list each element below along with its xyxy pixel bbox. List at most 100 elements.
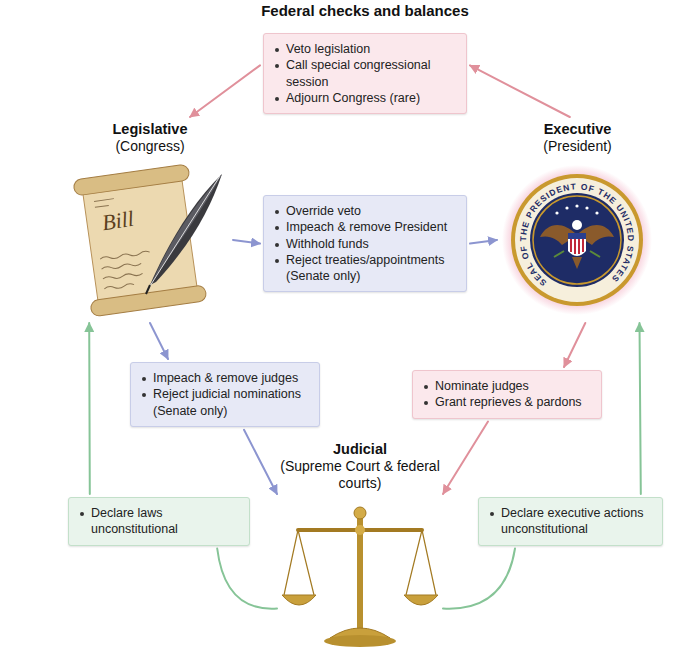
check-arrow	[217, 549, 277, 609]
bullet-dot	[424, 385, 428, 389]
check-box: Declare laws unconstitutional	[68, 497, 250, 546]
check-arrow	[244, 430, 277, 494]
check-box: Override vetoImpeach & remove PresidentW…	[263, 195, 467, 292]
check-item: Override veto	[286, 204, 361, 218]
check-arrow	[640, 323, 641, 494]
seal-ring	[515, 178, 639, 302]
scales-figure-part	[282, 595, 316, 605]
quill-feather-part	[150, 174, 222, 285]
check-item: Declare executive actions unconstitution…	[501, 506, 643, 536]
seal-text: SEAL OF THE PRESIDENT OF THE UNITED STAT…	[518, 181, 636, 288]
branch-node: Judicial(Supreme Court & federal courts)	[280, 440, 440, 656]
bullet-dot	[275, 259, 279, 263]
seal-eagle-part	[572, 220, 582, 230]
check-arrow	[233, 240, 260, 244]
check-box: Veto legislationCall special congression…	[263, 33, 467, 114]
quill-feather-part	[146, 285, 150, 294]
check-arrow	[150, 323, 168, 359]
seal-stars-part	[555, 211, 558, 214]
seal-text-ring: SEAL OF THE PRESIDENT OF THE UNITED STAT…	[518, 181, 636, 288]
quill-feather	[146, 174, 222, 294]
quill-feather-part	[150, 176, 220, 286]
seal-eagle-part	[582, 239, 584, 252]
bullet-dot	[142, 377, 146, 381]
bullet-dot	[275, 226, 279, 230]
check-box: Declare executive actions unconstitution…	[478, 497, 663, 546]
scroll-body-part	[100, 251, 150, 261]
check-item: Veto legislation	[286, 42, 370, 56]
bullet-item: Declare executive actions unconstitution…	[489, 505, 652, 538]
seal-eagle-part	[574, 239, 576, 254]
bullet-item: Veto legislation	[274, 41, 456, 57]
bullet-dot	[275, 97, 279, 101]
scales-figure-part	[284, 530, 436, 595]
seal-illustration: SEAL OF THE PRESIDENT OF THE UNITED STAT…	[502, 165, 652, 315]
branch-subheading: (President)	[500, 138, 655, 155]
seal-stars-part	[595, 211, 598, 214]
check-arrow	[88, 323, 91, 494]
check-box: Nominate judgesGrant reprieves & pardons	[412, 370, 602, 419]
bullet-item: Reject treaties/appointments (Senate onl…	[274, 252, 456, 285]
check-arrow	[470, 240, 497, 244]
bullet-item: Reject judicial nominations (Senate only…	[141, 386, 309, 419]
seal-eagle-part	[554, 251, 600, 257]
bullet-item: Override veto	[274, 203, 456, 219]
seal-eagle-part	[578, 239, 580, 254]
bullet-dot	[80, 512, 84, 516]
check-arrow	[470, 65, 570, 117]
bullet-item: Nominate judges	[423, 378, 591, 394]
seal-eagle-part	[570, 239, 572, 252]
seal-stars-part	[565, 206, 568, 209]
seal-stars-part	[585, 206, 588, 209]
check-item: Reject judicial nominations (Senate only…	[153, 387, 301, 417]
branch-subheading: (Congress)	[70, 138, 230, 155]
branch-heading: Judicial	[280, 440, 440, 458]
scroll-body-part	[94, 199, 115, 208]
seal-eagle-part	[568, 233, 586, 256]
bill-label: Bill	[100, 206, 135, 236]
scales-figure-part	[324, 635, 396, 647]
check-item: Nominate judges	[435, 379, 529, 393]
scales-figure-part	[355, 525, 365, 535]
bullet-item: Withhold funds	[274, 236, 456, 252]
bullet-item: Grant reprieves & pardons	[423, 394, 591, 410]
seal-glow	[502, 165, 652, 315]
scales-figure	[282, 507, 438, 647]
seal-rim	[511, 174, 643, 306]
bullet-item: Adjourn Congress (rare)	[274, 90, 456, 106]
branch-heading: Executive	[500, 120, 655, 138]
scales-figure-part	[404, 595, 438, 605]
bullet-dot	[275, 243, 279, 247]
scroll-body-part	[103, 272, 143, 281]
quill-feather-part	[150, 174, 222, 285]
scroll-body-part	[90, 285, 207, 317]
check-arrow	[443, 549, 515, 609]
scales-figure-part	[354, 507, 366, 519]
seal-stars-part	[575, 204, 578, 207]
bullet-item: Call special congressional session	[274, 57, 456, 90]
scales-illustration	[280, 500, 440, 650]
seal-eagle-part	[568, 233, 586, 239]
bullet-dot	[490, 512, 494, 516]
branch-heading: Legislative	[70, 120, 230, 138]
seal-eagle-part	[572, 257, 582, 269]
scroll-illustration	[70, 160, 230, 320]
check-item: Adjourn Congress (rare)	[286, 91, 420, 105]
check-arrow	[564, 323, 585, 367]
branch-node: Legislative(Congress)	[70, 120, 230, 320]
branch-node: Executive(President)	[500, 120, 655, 320]
check-item: Impeach & remove President	[286, 220, 447, 234]
scroll-body-part	[73, 164, 190, 196]
bullet-dot	[424, 401, 428, 405]
check-box: Impeach & remove judgesReject judicial n…	[130, 362, 320, 427]
check-item: Reject treaties/appointments (Senate onl…	[286, 253, 444, 283]
bullet-dot	[275, 64, 279, 68]
bullet-dot	[142, 393, 146, 397]
diagram-title: Federal checks and balances	[190, 2, 540, 19]
seal-center	[530, 193, 624, 287]
check-item: Declare laws unconstitutional	[91, 506, 178, 536]
check-arrow	[190, 65, 260, 117]
check-item: Grant reprieves & pardons	[435, 395, 582, 409]
bullet-item: Declare laws unconstitutional	[79, 505, 239, 538]
check-item: Withhold funds	[286, 237, 369, 251]
